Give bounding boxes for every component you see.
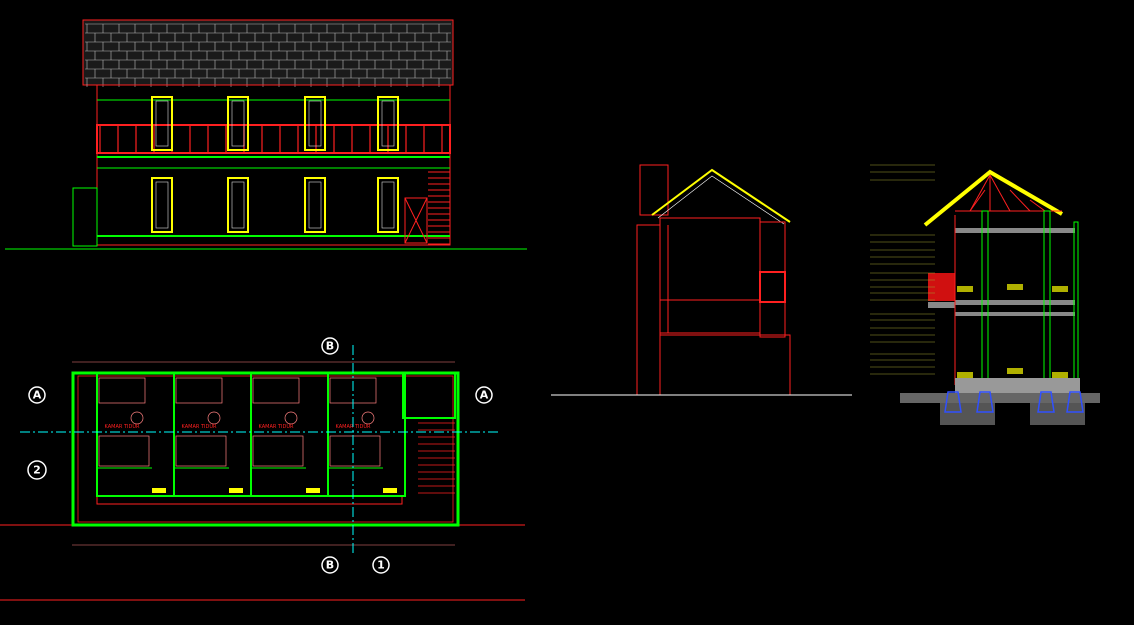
window [377, 96, 399, 151]
bed [252, 435, 304, 467]
window-glass [308, 181, 322, 229]
window [151, 96, 173, 151]
svg-text:A: A [33, 389, 42, 402]
window-glass [381, 100, 395, 147]
window [227, 177, 249, 233]
grid-bubble-a-left: A [28, 386, 46, 404]
room-unit [327, 372, 406, 497]
bathroom [98, 377, 146, 404]
chair [361, 411, 375, 425]
window-glass [231, 181, 245, 229]
grid-bubble-b-bottom: B [321, 556, 339, 574]
truss-member [1009, 189, 1031, 212]
furniture [1007, 368, 1023, 374]
room-label: KAMAR TIDUR [182, 424, 217, 430]
room-label: KAMAR TIDUR [259, 424, 294, 430]
svg-text:B: B [326, 559, 334, 572]
window-glass [155, 100, 169, 147]
svg-text:2: 2 [33, 464, 41, 477]
front-elevation [5, 19, 527, 250]
bathroom [252, 377, 300, 404]
window [227, 96, 249, 151]
footing [944, 391, 962, 413]
grid-bubble-1: 1 [372, 556, 390, 574]
window-glass [155, 181, 169, 229]
building-section [870, 164, 1100, 425]
svg-text:A: A [480, 389, 489, 402]
window [304, 177, 326, 233]
door-sill [383, 488, 397, 493]
window [151, 177, 173, 233]
truss-member [969, 189, 986, 212]
furniture [1007, 284, 1023, 290]
grid-bubble-2: 2 [27, 460, 47, 480]
footing [976, 391, 994, 413]
grid-bubble-b-top: B [321, 337, 339, 355]
truss-member [989, 174, 1011, 212]
bed [329, 435, 381, 467]
furniture [1052, 372, 1068, 378]
footing [1037, 391, 1055, 413]
bed [98, 435, 150, 467]
chair [207, 411, 221, 425]
bathroom [175, 377, 223, 404]
window-glass [308, 100, 322, 147]
side-elevation [551, 164, 852, 396]
bed [175, 435, 227, 467]
grid-bubble-a-right: A [475, 386, 493, 404]
furniture [957, 372, 973, 378]
window-glass [381, 181, 395, 229]
window-glass [231, 100, 245, 147]
room-unit [250, 372, 329, 497]
window [304, 96, 326, 151]
footing [1066, 391, 1084, 413]
room-unit [96, 372, 175, 497]
chair [284, 411, 298, 425]
truss-member [1029, 199, 1046, 212]
room-unit [173, 372, 252, 497]
chair [130, 411, 144, 425]
truss-member [969, 174, 991, 212]
door-sill [306, 488, 320, 493]
stair [404, 197, 428, 244]
furniture [1052, 286, 1068, 292]
svg-text:B: B [326, 340, 334, 353]
furniture [957, 286, 973, 292]
door-sill [152, 488, 166, 493]
room-label: KAMAR TIDUR [105, 424, 140, 430]
door-sill [229, 488, 243, 493]
window [377, 177, 399, 233]
svg-text:1: 1 [377, 559, 385, 572]
